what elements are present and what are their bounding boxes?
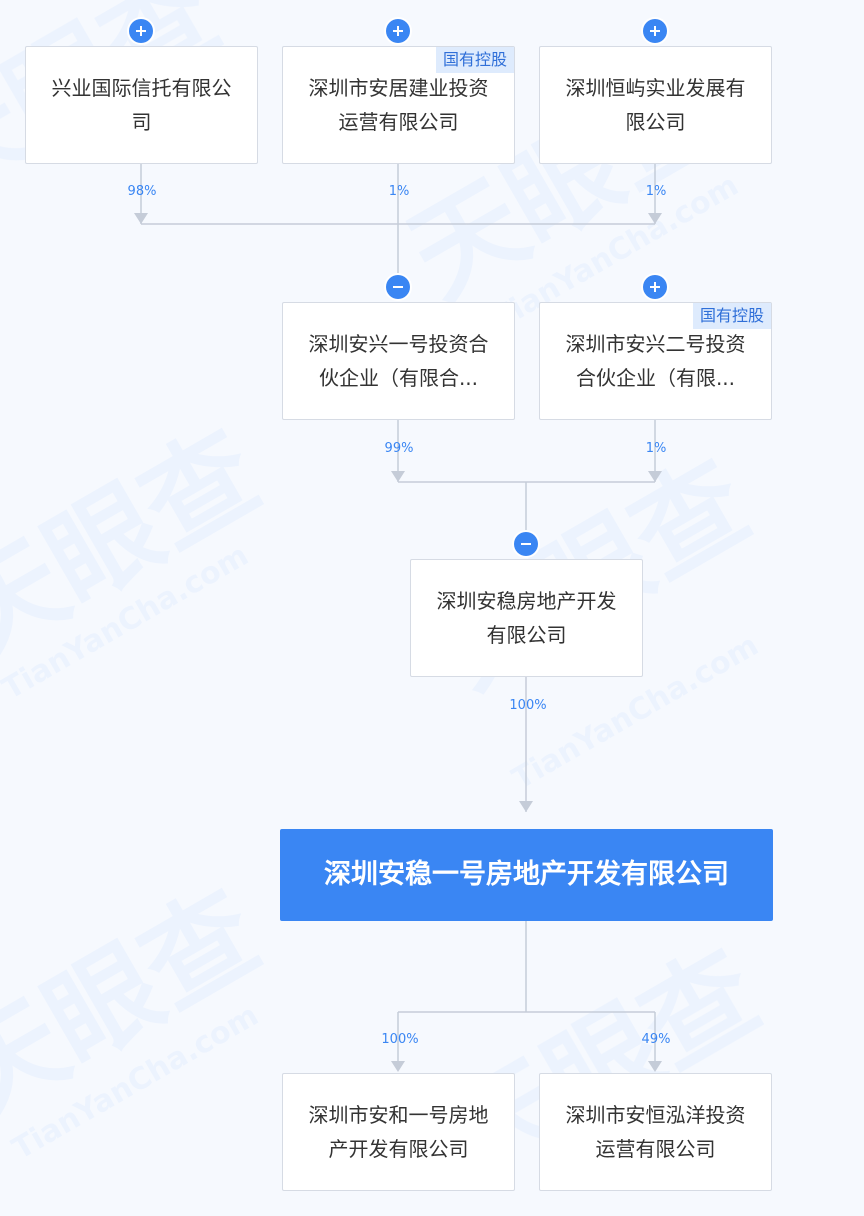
expand-button[interactable] (129, 19, 153, 43)
main-company-node[interactable]: 深圳安稳一号房地产开发有限公司 (280, 829, 773, 921)
share-percent: 99% (384, 441, 414, 456)
main-company-name: 深圳安稳一号房地产开发有限公司 (324, 859, 729, 890)
minus-icon (521, 543, 531, 545)
collapse-button[interactable] (514, 532, 538, 556)
plus-icon (650, 26, 660, 36)
plus-icon (136, 26, 146, 36)
arrowhead (391, 1061, 405, 1072)
plus-icon (650, 282, 660, 292)
company-node-anhe[interactable]: 深圳市安和一号房地 产开发有限公司 (282, 1073, 515, 1191)
expand-button[interactable] (643, 275, 667, 299)
arrowhead (391, 471, 405, 482)
company-node-hengyu[interactable]: 深圳恒屿实业发展有 限公司 (539, 46, 772, 164)
company-node-anxing1[interactable]: 深圳安兴一号投资合 伙企业（有限合... (282, 302, 515, 420)
company-name: 深圳安稳房地产开发 有限公司 (436, 589, 617, 647)
company-name: 深圳市安居建业投资 运营有限公司 (308, 76, 489, 134)
company-name: 深圳安兴一号投资合 伙企业（有限合... (308, 332, 489, 390)
company-node-hongyang[interactable]: 深圳市安恒泓洋投资 运营有限公司 (539, 1073, 772, 1191)
plus-icon (393, 26, 403, 36)
state-owned-badge: 国有控股 (692, 303, 771, 329)
state-owned-badge: 国有控股 (435, 47, 514, 73)
share-percent: 100% (381, 1032, 419, 1047)
expand-button[interactable] (643, 19, 667, 43)
expand-button[interactable] (386, 19, 410, 43)
arrowhead (519, 801, 533, 812)
share-percent: 1% (645, 441, 667, 456)
company-name: 深圳市安恒泓洋投资 运营有限公司 (565, 1103, 746, 1161)
company-name: 兴业国际信托有限公 司 (51, 76, 232, 134)
company-name: 深圳恒屿实业发展有 限公司 (565, 76, 746, 134)
company-name: 深圳市安兴二号投资 合伙企业（有限... (565, 332, 746, 390)
arrowhead (648, 213, 662, 224)
arrowhead (648, 471, 662, 482)
share-percent: 1% (388, 184, 410, 199)
company-node-anju[interactable]: 国有控股 深圳市安居建业投资 运营有限公司 (282, 46, 515, 164)
arrowhead (648, 1061, 662, 1072)
collapse-button[interactable] (386, 275, 410, 299)
company-node-xingye[interactable]: 兴业国际信托有限公 司 (25, 46, 258, 164)
company-name: 深圳市安和一号房地 产开发有限公司 (308, 1103, 489, 1161)
share-percent: 98% (127, 184, 157, 199)
company-node-anxing2[interactable]: 国有控股 深圳市安兴二号投资 合伙企业（有限... (539, 302, 772, 420)
share-percent: 49% (641, 1032, 671, 1047)
share-percent: 1% (645, 184, 667, 199)
arrowhead (134, 213, 148, 224)
share-percent: 100% (509, 698, 547, 713)
minus-icon (393, 286, 403, 288)
company-node-anwen[interactable]: 深圳安稳房地产开发 有限公司 (410, 559, 643, 677)
